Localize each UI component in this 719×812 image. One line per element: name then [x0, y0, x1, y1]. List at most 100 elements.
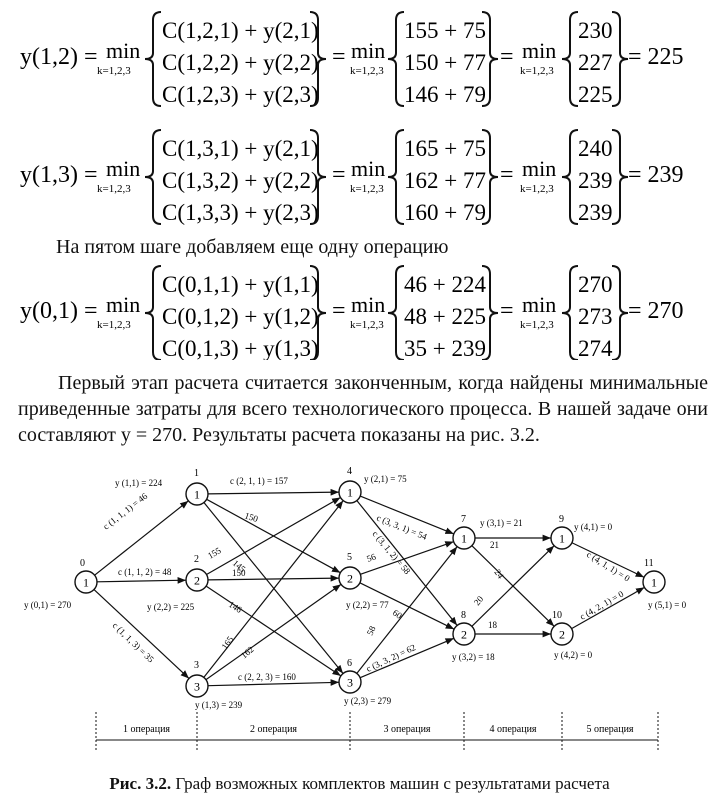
edge-n1-n4 — [207, 488, 340, 496]
term-2: C(0,1,2) + y(1,2) — [162, 304, 319, 329]
sum-1: 155 + 75 — [404, 18, 486, 43]
node-circle — [550, 622, 574, 646]
term-2: C(1,2,2) + y(2,2) — [162, 50, 319, 75]
node-8: 28y (3,2) = 18 — [452, 610, 495, 662]
edge-label: 150 — [232, 568, 246, 578]
node-number: 4 — [347, 466, 352, 477]
left-brace — [387, 265, 405, 360]
edge-n9-n11 — [571, 542, 645, 578]
node-value-label: y (2,1) = 75 — [364, 474, 407, 484]
node-number: 7 — [461, 514, 466, 525]
edge-label: c (2, 2, 3) = 160 — [238, 672, 296, 682]
node-number: 10 — [552, 610, 562, 621]
left-brace — [387, 11, 405, 107]
edge-n0-n1 — [94, 500, 189, 576]
min-label: min — [522, 38, 556, 63]
value-1: 230 — [578, 18, 613, 43]
node-6: 3 6 y (2,3) = 279 — [338, 658, 392, 706]
term-3: C(1,2,3) + y(2,3) — [162, 82, 319, 107]
left-brace — [144, 265, 162, 360]
term-1: C(0,1,1) + y(1,1) — [162, 272, 319, 297]
sum-3: 160 + 79 — [404, 200, 486, 225]
network-graph: c (1, 1, 1) = 46c (1, 1, 2) = 48c (1, 1,… — [24, 466, 687, 752]
sum-3: 146 + 79 — [404, 82, 486, 107]
node-value-label: y (5,1) = 0 — [648, 600, 687, 610]
left-brace — [561, 129, 579, 225]
edge-label: c (1, 1, 1) = 46 — [101, 491, 150, 532]
equals-sign: = — [500, 162, 514, 188]
node-circle — [452, 622, 476, 646]
edge-n3-n4 — [203, 500, 344, 678]
term-1: C(1,3,1) + y(2,1) — [162, 136, 319, 161]
min-subscript: k=1,2,3 — [350, 319, 384, 331]
node-inner-number: 1 — [194, 488, 200, 502]
edge-n4-n8 — [356, 500, 458, 626]
edge-n4-n7 — [359, 495, 455, 535]
edge-n2-n6 — [205, 585, 342, 677]
edge-label: 60 — [391, 607, 405, 621]
edge-label: 20 — [472, 594, 486, 608]
term-3: C(0,1,3) + y(1,3) — [162, 336, 319, 360]
equation-lhs: y(1,3) = — [20, 162, 98, 188]
edge-n2-n5 — [207, 574, 340, 582]
node-0: 10y (0,1) = 270 — [24, 558, 98, 610]
min-label: min — [106, 292, 140, 317]
min-subscript: k=1,2,3 — [520, 183, 554, 195]
edge-label: c (4, 1, 1) = 0 — [585, 549, 632, 584]
min-label: min — [106, 38, 140, 63]
node-circle — [642, 570, 666, 594]
node-inner-number: 1 — [559, 532, 565, 546]
edge-label: c (3, 1, 2) = 58 — [370, 529, 412, 577]
value-1: 240 — [578, 136, 613, 161]
right-brace — [611, 11, 629, 107]
edge-n10-n11 — [571, 586, 645, 630]
node-1: 11y (1,1) = 224 — [115, 468, 209, 506]
right-brace — [611, 129, 629, 225]
edge-n0-n3 — [93, 589, 190, 679]
node-number: 1 — [194, 468, 199, 479]
value-3: 225 — [578, 82, 613, 107]
right-brace — [481, 129, 499, 225]
min-subscript: k=1,2,3 — [97, 65, 131, 77]
right-brace — [309, 11, 327, 107]
stage-label: 1 операция — [123, 724, 170, 735]
node-inner-number: 1 — [461, 532, 467, 546]
edge-label: 165 — [219, 634, 235, 651]
node-value-label: y (2,2) = 225 — [147, 602, 195, 612]
min-subscript: k=1,2,3 — [350, 183, 384, 195]
sum-3: 35 + 239 — [404, 336, 486, 360]
edge-label: 18 — [488, 620, 498, 630]
paragraph-text: Первый этап расчета считается законченны… — [18, 372, 708, 446]
node-value-label: y (3,2) = 18 — [452, 652, 495, 662]
min-subscript: k=1,2,3 — [97, 183, 131, 195]
node-inner-number: 2 — [461, 628, 467, 642]
value-3: 274 — [578, 336, 613, 360]
edge-label: 56 — [365, 551, 377, 564]
left-brace — [561, 265, 579, 360]
node-inner-number: 3 — [347, 676, 353, 690]
node-value-label: y (1,3) = 239 — [195, 700, 243, 710]
node-value-label: y (2,3) = 279 — [344, 696, 392, 706]
right-brace — [481, 11, 499, 107]
min-label: min — [351, 292, 385, 317]
value-2: 227 — [578, 50, 613, 75]
node-circle — [338, 670, 362, 694]
node-number: 3 — [194, 660, 199, 671]
edge-n0-n2 — [96, 576, 187, 584]
edge-n5-n7 — [360, 541, 454, 575]
equation-result: = 239 — [628, 162, 684, 188]
node-inner-number: 1 — [651, 576, 657, 590]
node-number: 6 — [347, 658, 352, 669]
min-subscript: k=1,2,3 — [520, 319, 554, 331]
equation-result: = 225 — [628, 44, 684, 70]
node-value-label: y (2,2) = 77 — [346, 600, 389, 610]
edge-label: 155 — [206, 545, 223, 561]
edge-n3-n6 — [207, 679, 340, 687]
edge-n6-n8 — [359, 637, 455, 679]
node-circle — [185, 674, 209, 698]
